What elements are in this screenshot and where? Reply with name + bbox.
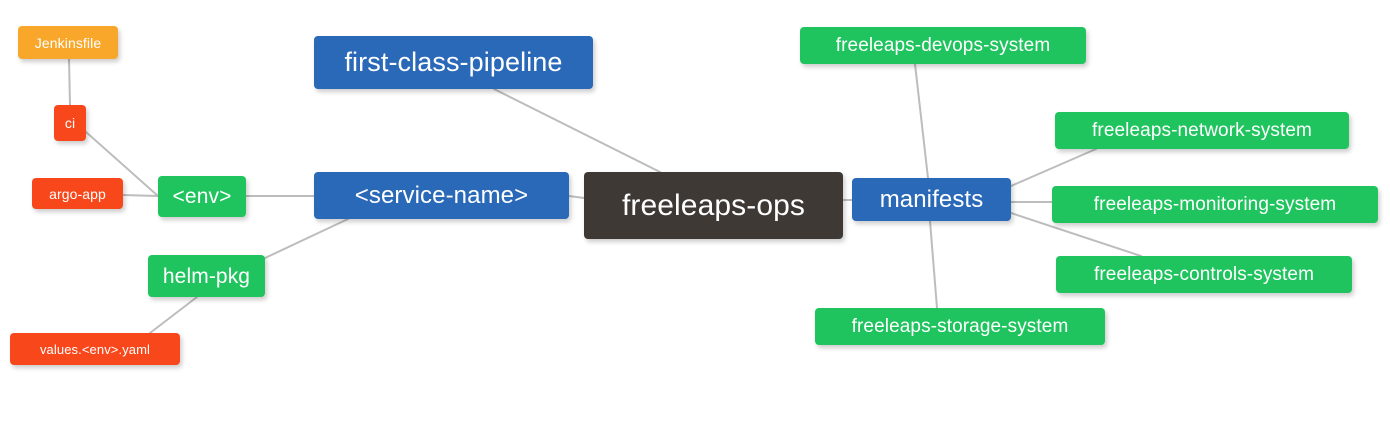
node-label-argo-app: argo-app <box>49 185 106 202</box>
edge-manifests-to-freeleaps-storage-system <box>929 220 938 309</box>
node-freeleaps-devops-system[interactable]: freeleaps-devops-system <box>800 27 1086 64</box>
node-freeleaps-controls-system[interactable]: freeleaps-controls-system <box>1056 256 1352 293</box>
edge-helm-pkg-to-service-name <box>264 218 349 259</box>
node-label-freeleaps-ops: freeleaps-ops <box>621 188 806 222</box>
node-freeleaps-network-system[interactable]: freeleaps-network-system <box>1055 112 1349 149</box>
node-label-freeleaps-network-system: freeleaps-network-system <box>1092 120 1312 141</box>
node-label-ci: ci <box>64 115 76 131</box>
edge-manifests-to-freeleaps-devops-system <box>914 63 929 179</box>
node-manifests[interactable]: manifests <box>852 178 1011 221</box>
node-label-freeleaps-devops-system: freeleaps-devops-system <box>835 35 1051 56</box>
node-label-values-yaml: values.<env>.yaml <box>39 341 151 357</box>
node-label-manifests: manifests <box>879 185 984 213</box>
edge-values-yaml-to-helm-pkg <box>149 296 198 334</box>
node-env[interactable]: <env> <box>158 176 246 217</box>
node-service-name[interactable]: <service-name> <box>314 172 569 219</box>
node-jenkinsfile[interactable]: Jenkinsfile <box>18 26 118 59</box>
node-ci[interactable]: ci <box>54 105 86 141</box>
node-label-env: <env> <box>172 185 232 208</box>
node-values-yaml[interactable]: values.<env>.yaml <box>10 333 180 365</box>
node-label-freeleaps-monitoring-system: freeleaps-monitoring-system <box>1093 194 1337 215</box>
node-label-helm-pkg: helm-pkg <box>162 264 251 288</box>
node-freeleaps-ops[interactable]: freeleaps-ops <box>584 172 843 239</box>
edge-jenkinsfile-to-ci <box>68 58 71 106</box>
node-freeleaps-monitoring-system[interactable]: freeleaps-monitoring-system <box>1052 186 1378 223</box>
node-label-freeleaps-storage-system: freeleaps-storage-system <box>851 316 1069 337</box>
node-helm-pkg[interactable]: helm-pkg <box>148 255 265 297</box>
node-freeleaps-storage-system[interactable]: freeleaps-storage-system <box>815 308 1105 345</box>
edge-manifests-to-freeleaps-network-system <box>1010 148 1097 187</box>
node-label-freeleaps-controls-system: freeleaps-controls-system <box>1093 264 1315 285</box>
node-label-jenkinsfile: Jenkinsfile <box>34 34 102 51</box>
node-first-class-pipeline[interactable]: first-class-pipeline <box>314 36 593 89</box>
node-label-service-name: <service-name> <box>354 181 529 209</box>
node-argo-app[interactable]: argo-app <box>32 178 123 209</box>
edge-service-name-to-freeleaps-ops <box>568 195 585 199</box>
node-label-first-class-pipeline: first-class-pipeline <box>344 47 563 77</box>
edge-first-class-pipeline-to-freeleaps-ops <box>493 88 661 173</box>
edge-argo-app-to-env <box>122 194 159 197</box>
